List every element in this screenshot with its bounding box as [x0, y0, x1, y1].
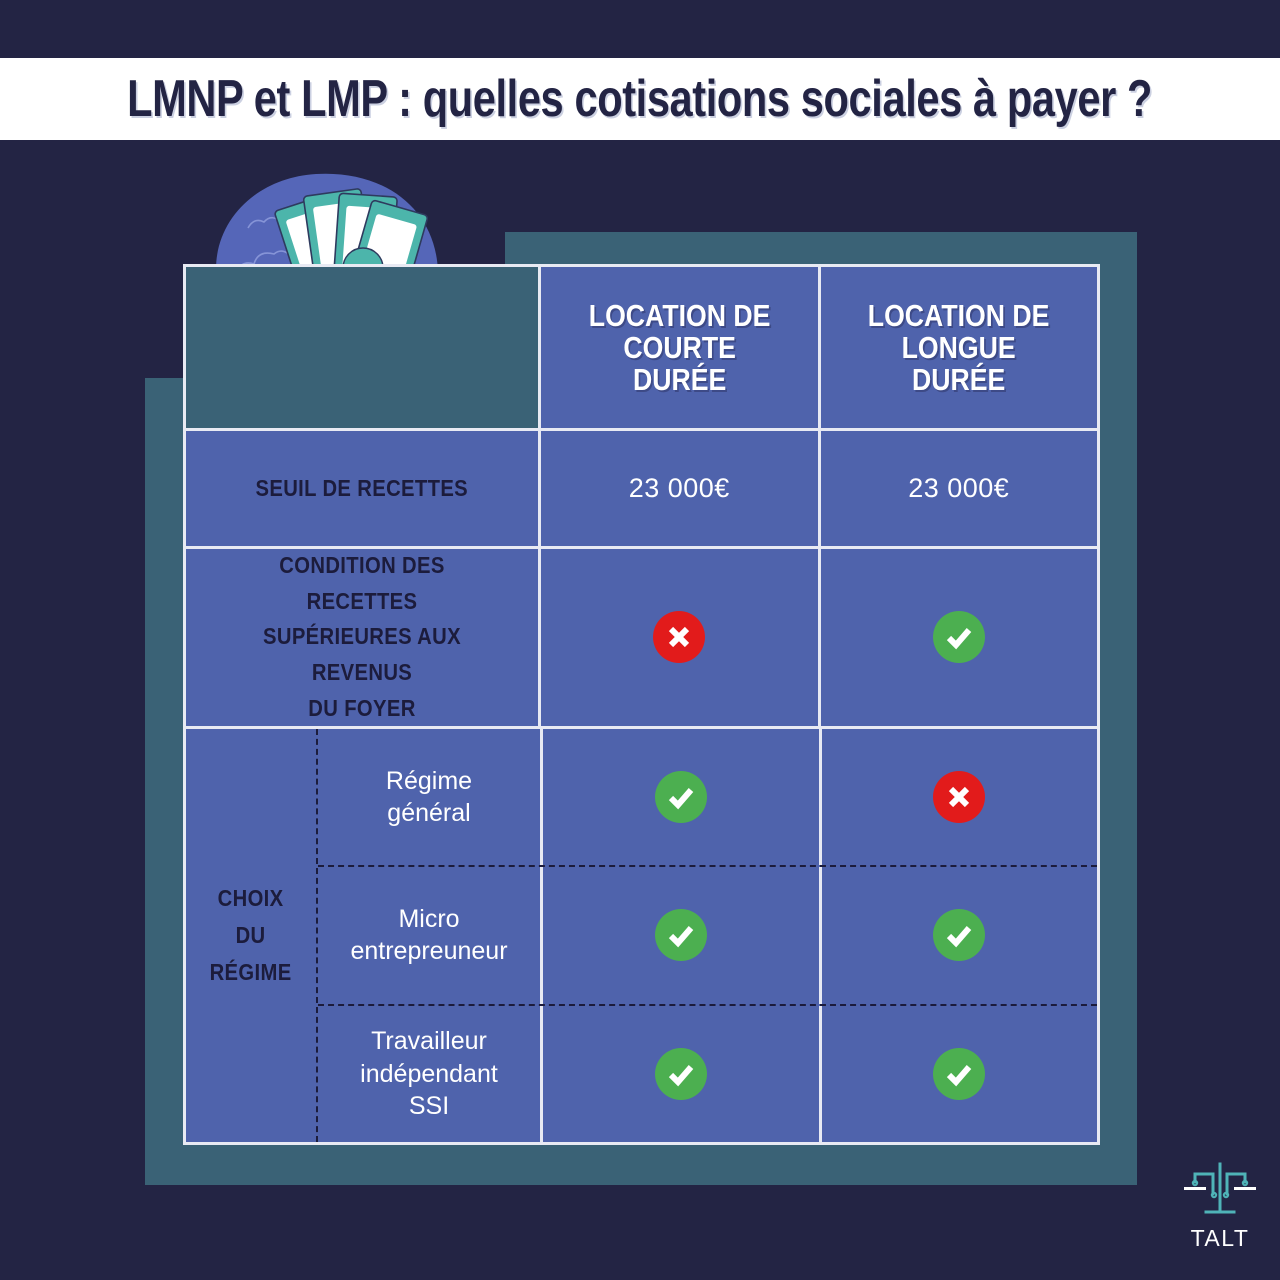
table-group-row-choix-du-regime: CHOIX DU RÉGIME Régime général — [186, 725, 1098, 1143]
cell-regime-general-courte-duree — [540, 728, 819, 866]
cross-icon — [653, 611, 706, 664]
brand-logo: TALT — [1176, 1160, 1264, 1264]
cell-condition-longue-duree — [817, 548, 1098, 726]
subrow-label-micro-entrepreuneur: Micro entrepreuneur — [350, 904, 508, 966]
cell-seuil-longue-duree: 23 000€ — [817, 431, 1098, 546]
check-icon — [932, 611, 985, 664]
cell-travailleur-independant-courte-duree — [540, 1005, 819, 1143]
cell-condition-courte-duree — [538, 548, 818, 726]
check-icon — [654, 1047, 707, 1100]
column-header-courte-duree: LOCATION DE COURTE DURÉE — [538, 267, 818, 429]
row-label-condition-des-recettes: CONDITION DES RECETTES SUPÉRIEURES AUX R… — [263, 552, 461, 721]
cell-seuil-courte-duree: 23 000€ — [538, 431, 818, 546]
check-icon — [933, 1047, 986, 1100]
cell-micro-entrepreuneur-longue-duree — [818, 867, 1098, 1004]
cell-value: 23 000€ — [628, 473, 730, 504]
check-icon — [654, 909, 707, 962]
brand-logo-text: TALT — [1190, 1225, 1250, 1251]
group-label-choix-du-regime: CHOIX DU RÉGIME — [210, 885, 292, 985]
cross-icon — [933, 771, 986, 823]
cell-regime-general-longue-duree — [818, 728, 1098, 866]
row-label-seuil-de-recettes: SEUIL DE RECETTES — [255, 474, 469, 501]
column-header-longue-duree: LOCATION DE LONGUE DURÉE — [817, 267, 1097, 429]
table-row: CONDITION DES RECETTES SUPÉRIEURES AUX R… — [186, 545, 1098, 726]
page-title: LMNP et LMP : quelles cotisations social… — [127, 70, 1153, 128]
table-subrow: Régime général — [318, 728, 1098, 866]
header-corner-cell — [186, 267, 538, 429]
table-header-row: LOCATION DE COURTE DURÉE LOCATION DE LON… — [186, 267, 1097, 429]
subrow-container: Régime général — [316, 728, 1098, 1143]
table-subrow: Micro entrepreuneur — [318, 865, 1098, 1004]
column-header-longue-duree-label: LOCATION DE LONGUE DURÉE — [867, 297, 1050, 397]
subrow-label-regime-general: Régime général — [385, 766, 473, 828]
cell-value: 23 000€ — [908, 473, 1010, 504]
subrow-label-travailleur-independant-ssi: Travailleur indépendant SSI — [360, 1027, 498, 1121]
cell-micro-entrepreuneur-courte-duree — [540, 867, 819, 1004]
scales-of-justice-icon — [1183, 1160, 1257, 1222]
column-header-courte-duree-label: LOCATION DE COURTE DURÉE — [588, 297, 771, 397]
table-row: SEUIL DE RECETTES 23 000€ 23 000€ — [186, 428, 1097, 546]
check-icon — [654, 771, 707, 823]
table-subrow: Travailleur indépendant SSI — [318, 1003, 1098, 1143]
title-bar: LMNP et LMP : quelles cotisations social… — [0, 58, 1280, 140]
cell-travailleur-independant-longue-duree — [818, 1005, 1098, 1143]
check-icon — [933, 909, 986, 962]
comparison-table: LOCATION DE COURTE DURÉE LOCATION DE LON… — [183, 264, 1100, 1145]
